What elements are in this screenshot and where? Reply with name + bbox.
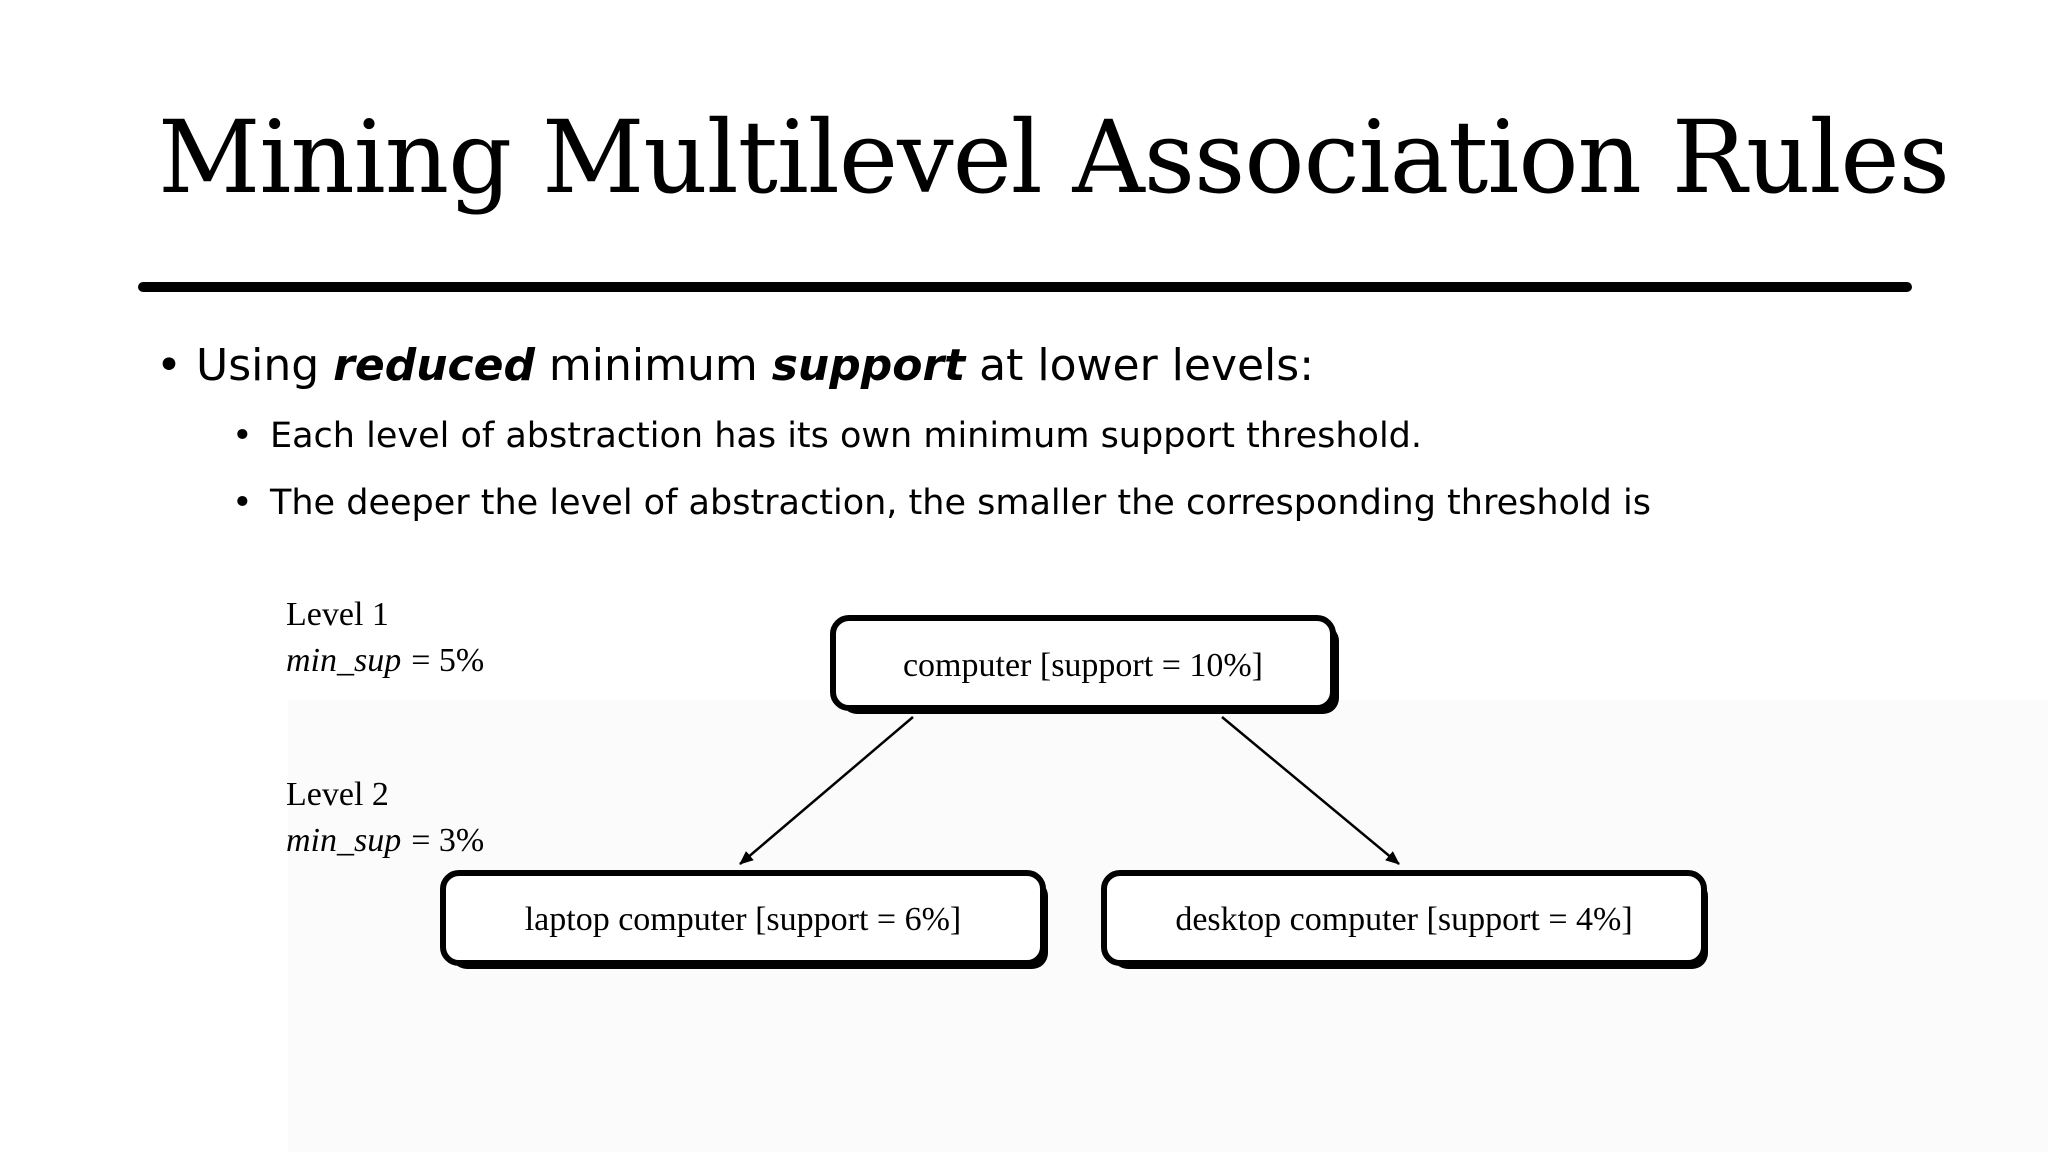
sub-bullet-1-text: Each level of abstraction has its own mi… bbox=[270, 416, 1423, 456]
level-2-minsup-name: min_sup bbox=[286, 822, 401, 859]
bullet-main-prefix: Using bbox=[196, 340, 334, 391]
level-1-minsup-value: = 5% bbox=[411, 642, 484, 679]
slide-title: Mining Multilevel Association Rules bbox=[158, 99, 1950, 216]
sub-bullet-dot: • bbox=[232, 416, 253, 456]
sub-bullet-2-text: The deeper the level of abstraction, the… bbox=[270, 483, 1651, 523]
bullet-main-em-support: support bbox=[771, 340, 966, 391]
node-computer: computer [support = 10%] bbox=[830, 615, 1339, 714]
bullet-main: • Using reduced minimum support at lower … bbox=[156, 340, 1314, 393]
sub-bullet-2: • The deeper the level of abstraction, th… bbox=[232, 482, 1651, 524]
node-box bbox=[1101, 870, 1707, 966]
level-2-minsup: min_sup = 3% bbox=[286, 822, 484, 859]
edge-computer-to-desktop bbox=[1221, 716, 1400, 865]
node-laptop-label: laptop computer [support = 6%] bbox=[525, 901, 962, 938]
sub-bullet-dot: • bbox=[232, 483, 253, 523]
node-computer-label: computer [support = 10%] bbox=[903, 647, 1263, 684]
node-desktop-label: desktop computer [support = 4%] bbox=[1175, 901, 1632, 938]
title-underline bbox=[138, 282, 1912, 292]
level-1-minsup-name: min_sup bbox=[286, 642, 401, 679]
bullet-main-mid: minimum bbox=[534, 340, 772, 391]
node-laptop-computer: laptop computer [support = 6%] bbox=[440, 870, 1048, 969]
bullet-main-suffix: at lower levels: bbox=[965, 340, 1315, 391]
bullet-dot: • bbox=[156, 340, 182, 391]
level-1-minsup: min_sup = 5% bbox=[286, 642, 484, 679]
level-2-minsup-value: = 3% bbox=[411, 822, 484, 859]
sub-bullet-1: • Each level of abstraction has its own m… bbox=[232, 415, 1422, 457]
level-1-label: Level 1 bbox=[286, 596, 389, 633]
level-2-label: Level 2 bbox=[286, 776, 389, 813]
node-box bbox=[440, 870, 1046, 966]
bullet-main-em-reduced: reduced bbox=[333, 340, 535, 391]
node-desktop-computer: desktop computer [support = 4%] bbox=[1101, 870, 1708, 969]
node-box bbox=[830, 615, 1336, 711]
edge-computer-to-laptop bbox=[739, 716, 914, 865]
